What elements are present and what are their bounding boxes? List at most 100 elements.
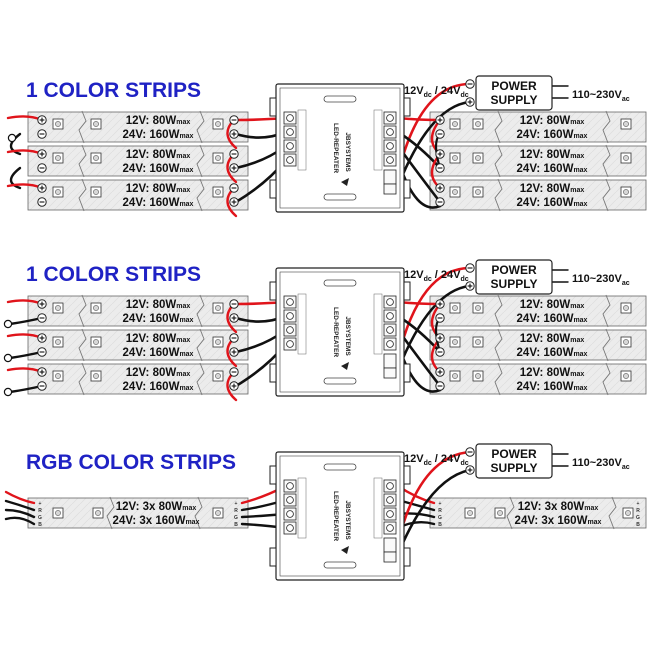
label-part: G	[234, 515, 238, 521]
strip-label-line2: 24V: 160Wmax	[517, 313, 588, 325]
devices-layer	[37, 75, 553, 581]
label-part: max	[185, 519, 199, 526]
label-part: max	[573, 351, 587, 358]
label-part: ac	[622, 96, 630, 103]
section-title: 1 COLOR STRIPS	[26, 263, 201, 286]
strip-break-mark	[78, 328, 87, 362]
led-chip-dot	[475, 189, 481, 195]
strip-label-line2: 24V: 160Wmax	[123, 347, 194, 359]
led-chip-dot	[625, 510, 631, 516]
screw-icon	[386, 142, 394, 150]
label-part: 12V: 80W	[520, 149, 571, 161]
label-part: /	[432, 453, 441, 465]
label-part: 12V: 80W	[520, 333, 571, 345]
led-chip-dot	[55, 373, 61, 379]
led-chip-dot	[55, 510, 61, 516]
led-chip-dot	[467, 510, 473, 516]
mount-tab	[403, 465, 411, 485]
power-terminal	[383, 537, 397, 553]
label-part: 24V: 160W	[517, 129, 574, 141]
led-strip	[27, 145, 249, 177]
label-part: G	[38, 515, 42, 521]
power-supply-line1: POWER	[491, 263, 537, 277]
rgb-strip-label-line2: 24V: 3x 160Wmax	[113, 515, 200, 527]
label-part: max	[176, 303, 190, 310]
rgb-led-strip	[27, 497, 249, 529]
strip-label-line2: 24V: 160Wmax	[123, 163, 194, 175]
strip-break-mark	[506, 496, 515, 530]
label-part: max	[570, 371, 584, 378]
repeater-slot	[323, 463, 357, 471]
mount-tab	[403, 547, 411, 567]
label-part: max	[573, 133, 587, 140]
led-strip	[27, 179, 249, 211]
strip-label-line1: 12V: 80Wmax	[126, 149, 191, 161]
strip-break-mark	[494, 144, 503, 178]
label-part: 24V: 160W	[517, 347, 574, 359]
strip-break-mark	[78, 294, 87, 328]
label-part: 12V	[404, 269, 424, 281]
label-part: 12V	[404, 85, 424, 97]
label-part: 12V: 80W	[126, 149, 177, 161]
black-wire	[396, 100, 472, 188]
led-strip	[429, 363, 647, 395]
repeater-bevel	[279, 271, 401, 393]
strips-layer	[27, 110, 647, 530]
screw-icon	[286, 114, 294, 122]
strip-break-mark	[608, 496, 617, 530]
led-chip-dot	[623, 155, 629, 161]
strip-label-line1: 12V: 80Wmax	[520, 299, 585, 311]
label-part: 24V: 3x 160W	[113, 515, 186, 527]
label-part: 24V	[441, 453, 461, 465]
led-chip-dot	[93, 189, 99, 195]
mount-tab	[403, 179, 411, 199]
label-part: 24V: 160W	[517, 381, 574, 393]
power-supply-line2: SUPPLY	[491, 277, 538, 291]
led-chip-dot	[452, 121, 458, 127]
led-chip-dot	[93, 339, 99, 345]
led-strip	[27, 111, 249, 143]
rgb-strip-label-line1: 12V: 3x 80Wmax	[518, 501, 599, 513]
led-chip-dot	[475, 155, 481, 161]
led-strip	[429, 295, 647, 327]
repeater-slot	[323, 193, 357, 201]
label-part: max	[179, 133, 193, 140]
label-part: max	[570, 187, 584, 194]
label-part: ac	[622, 464, 630, 471]
label-part: 1 COLOR STRIPS	[26, 79, 201, 102]
power-supply-box	[475, 75, 553, 111]
rgb-pin-label: +	[637, 501, 640, 507]
screw-icon	[386, 298, 394, 306]
led-chip-dot	[475, 339, 481, 345]
label-strip	[297, 477, 307, 539]
rgb-pin-label: +	[439, 501, 442, 507]
label-part: 12V: 3x 80W	[116, 501, 183, 513]
label-part: max	[584, 505, 598, 512]
repeater-brand: JBSYSTEMS	[344, 316, 351, 356]
repeater-bevel	[279, 455, 401, 577]
power-terminal	[383, 169, 397, 185]
label-strip	[373, 293, 383, 355]
label-part: max	[573, 201, 587, 208]
screw-icon	[386, 128, 394, 136]
led-chip-dot	[93, 155, 99, 161]
label-strip	[373, 477, 383, 539]
strip-break-mark	[602, 144, 611, 178]
label-part: max	[176, 371, 190, 378]
label-part: max	[176, 119, 190, 126]
led-chip-dot	[215, 189, 221, 195]
led-repeater-box	[275, 267, 405, 397]
label-part: dc	[424, 460, 432, 467]
screw-icon	[286, 496, 294, 504]
strip-label-line1: 12V: 80Wmax	[126, 183, 191, 195]
label-part: max	[179, 201, 193, 208]
strip-break-mark	[78, 178, 87, 212]
label-part: B	[234, 522, 238, 528]
led-chip-dot	[452, 189, 458, 195]
label-part: max	[587, 519, 601, 526]
power-supply-box	[475, 259, 553, 295]
label-part: JBSYSTEMS	[344, 316, 351, 356]
led-chip-dot	[475, 121, 481, 127]
screw-icon	[286, 298, 294, 306]
